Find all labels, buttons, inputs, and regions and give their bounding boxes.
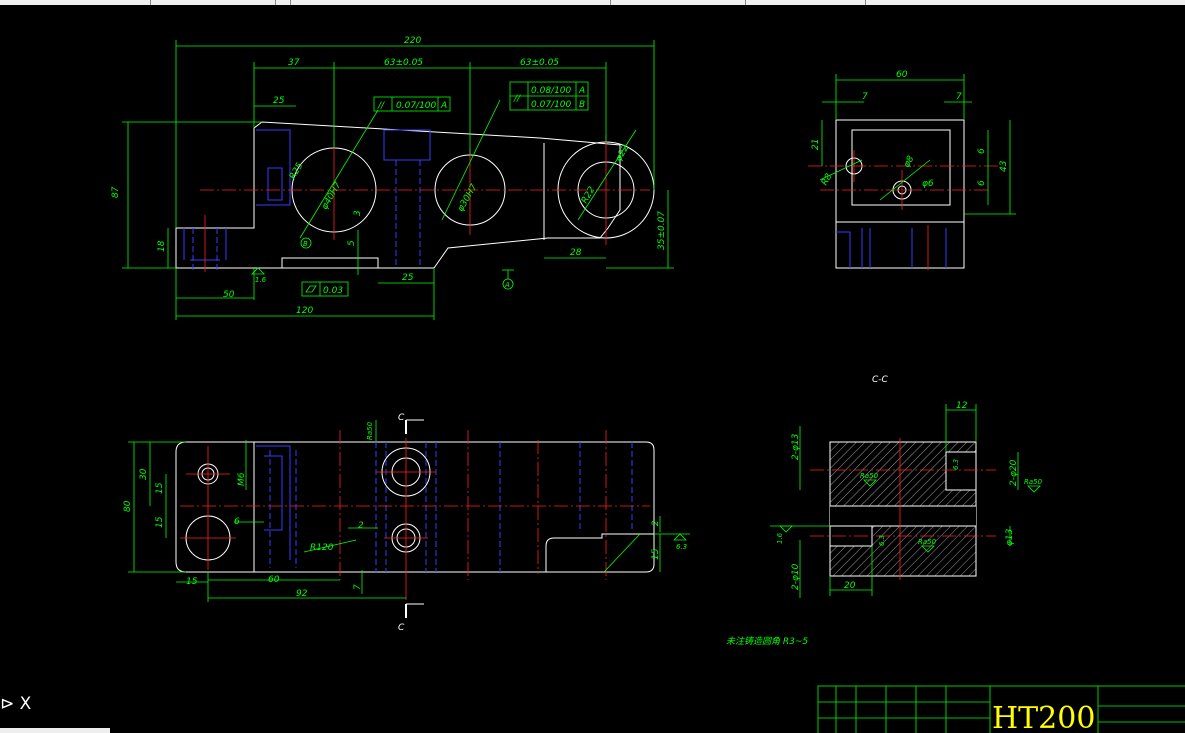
sec-roughness-6-3a: 6.3 [952, 459, 960, 470]
plan-dim-7: 7 [353, 584, 363, 590]
datum-b: B [303, 240, 308, 248]
sec-ra50c: Ra50 [918, 538, 937, 546]
dim-37: 37 [288, 58, 300, 68]
tol-frame2-value1: 0.08/100 [531, 86, 572, 96]
side-view: 60 7 7 21 6 6 43 R8 φ8 φ6 [808, 70, 1016, 270]
dim-63b: 63±0.05 [520, 58, 559, 68]
dim-r22: R22 [580, 185, 598, 206]
plan-dim-2: 2 [358, 521, 364, 531]
plan-roughness-6-3: 6.3 [676, 543, 687, 551]
title-block: HT200 [817, 685, 1185, 733]
plan-dim-2r: 2 [651, 520, 661, 526]
dim-3: 3 [353, 210, 363, 216]
plan-view: C C 80 30 15 15 15 60 92 6 2 R120 7 M6 2… [123, 413, 690, 633]
plan-roughness-top: Ra50 [366, 421, 374, 440]
section-cc: C-C 12 2-φ13 2-φ20 Ra50 Ra50 Ra50 φ13 2- [770, 375, 1043, 598]
sec-2phi20: 2-φ20 [1009, 459, 1019, 486]
dim-25b: 25 [402, 273, 414, 283]
dim-25: 25 [273, 96, 285, 106]
plan-dim-92: 92 [296, 589, 308, 599]
side-dia8: φ8 [902, 154, 917, 169]
plan-dim-30: 30 [139, 468, 149, 480]
dim-35: 35±0.07 [657, 211, 667, 250]
tol-frame2-ref1: A [578, 86, 585, 96]
sec-dim-20: 20 [844, 581, 856, 591]
sec-ra50b: Ra50 [1024, 478, 1043, 486]
dim-87: 87 [111, 186, 121, 198]
side-dim-60: 60 [896, 70, 908, 80]
command-line[interactable]: ⊳ X [0, 694, 32, 714]
plan-dim-15a: 15 [155, 482, 165, 494]
section-mark-c-top: C [398, 413, 405, 423]
status-bar [0, 728, 110, 733]
plan-dim-60: 60 [268, 575, 280, 585]
sec-ra50a: Ra50 [860, 472, 879, 480]
plan-dim-15c: 15 [186, 577, 198, 587]
sec-2phi13: 2-φ13 [791, 433, 801, 460]
datum-a: A [504, 281, 510, 289]
side-dim-6b: 6 [977, 180, 987, 186]
technical-note: 未注铸造圆角 R3~5 [726, 636, 808, 647]
side-dim-7a: 7 [862, 92, 868, 102]
side-dim-43: 43 [999, 160, 1009, 172]
sec-roughness-1-6: 1.6 [776, 532, 784, 544]
plan-dim-80: 80 [123, 500, 133, 512]
title-bar [0, 0, 1185, 5]
side-dim-21: 21 [811, 139, 821, 150]
dim-dia40: φ40H7 [320, 180, 344, 211]
dim-dia22: φ22 [614, 143, 631, 163]
section-title: C-C [872, 375, 889, 385]
plan-m6: M6 [237, 472, 247, 486]
plan-dim-6: 6 [234, 517, 240, 527]
section-mark-c-bottom: C [398, 623, 405, 633]
dim-63a: 63±0.05 [384, 58, 423, 68]
tol-frame2-ref2: B [579, 100, 585, 110]
dim-50: 50 [223, 290, 235, 300]
material-label: HT200 [992, 701, 1095, 733]
tol-frame1-value: 0.07/100 [396, 101, 437, 111]
plan-r120: R120 [310, 543, 334, 553]
side-dim-6a: 6 [977, 148, 987, 154]
tol-frame1-ref: A [440, 101, 447, 111]
plan-dim-15r: 15 [651, 548, 661, 560]
dim-120: 120 [296, 306, 313, 316]
dim-220: 220 [404, 36, 421, 46]
dim-28: 28 [570, 248, 582, 258]
side-dim-7b: 7 [956, 92, 962, 102]
dim-r25: R25 [288, 161, 306, 182]
side-dia6: φ6 [922, 179, 934, 189]
dim-5: 5 [347, 240, 357, 246]
tol-frame2-value2: 0.07/100 [531, 100, 572, 110]
sec-roughness-6-3b: 6.3 [878, 535, 886, 546]
parallel-symbol-1: // [377, 101, 385, 111]
dim-dia30: φ30H7 [456, 182, 480, 213]
dim-18: 18 [157, 240, 167, 252]
sec-phi13: φ13 [1005, 528, 1015, 546]
front-view: 220 37 63±0.05 63±0.05 25 87 18 50 120 2… [111, 36, 674, 320]
parallel-symbol-2: // [513, 94, 521, 104]
flatness-value: 0.03 [323, 286, 343, 296]
roughness-1-6: 1.6 [255, 276, 267, 284]
sec-dim-12: 12 [956, 401, 968, 411]
plan-dim-15b: 15 [155, 516, 165, 528]
sec-2phi10: 2-φ10 [791, 563, 801, 590]
